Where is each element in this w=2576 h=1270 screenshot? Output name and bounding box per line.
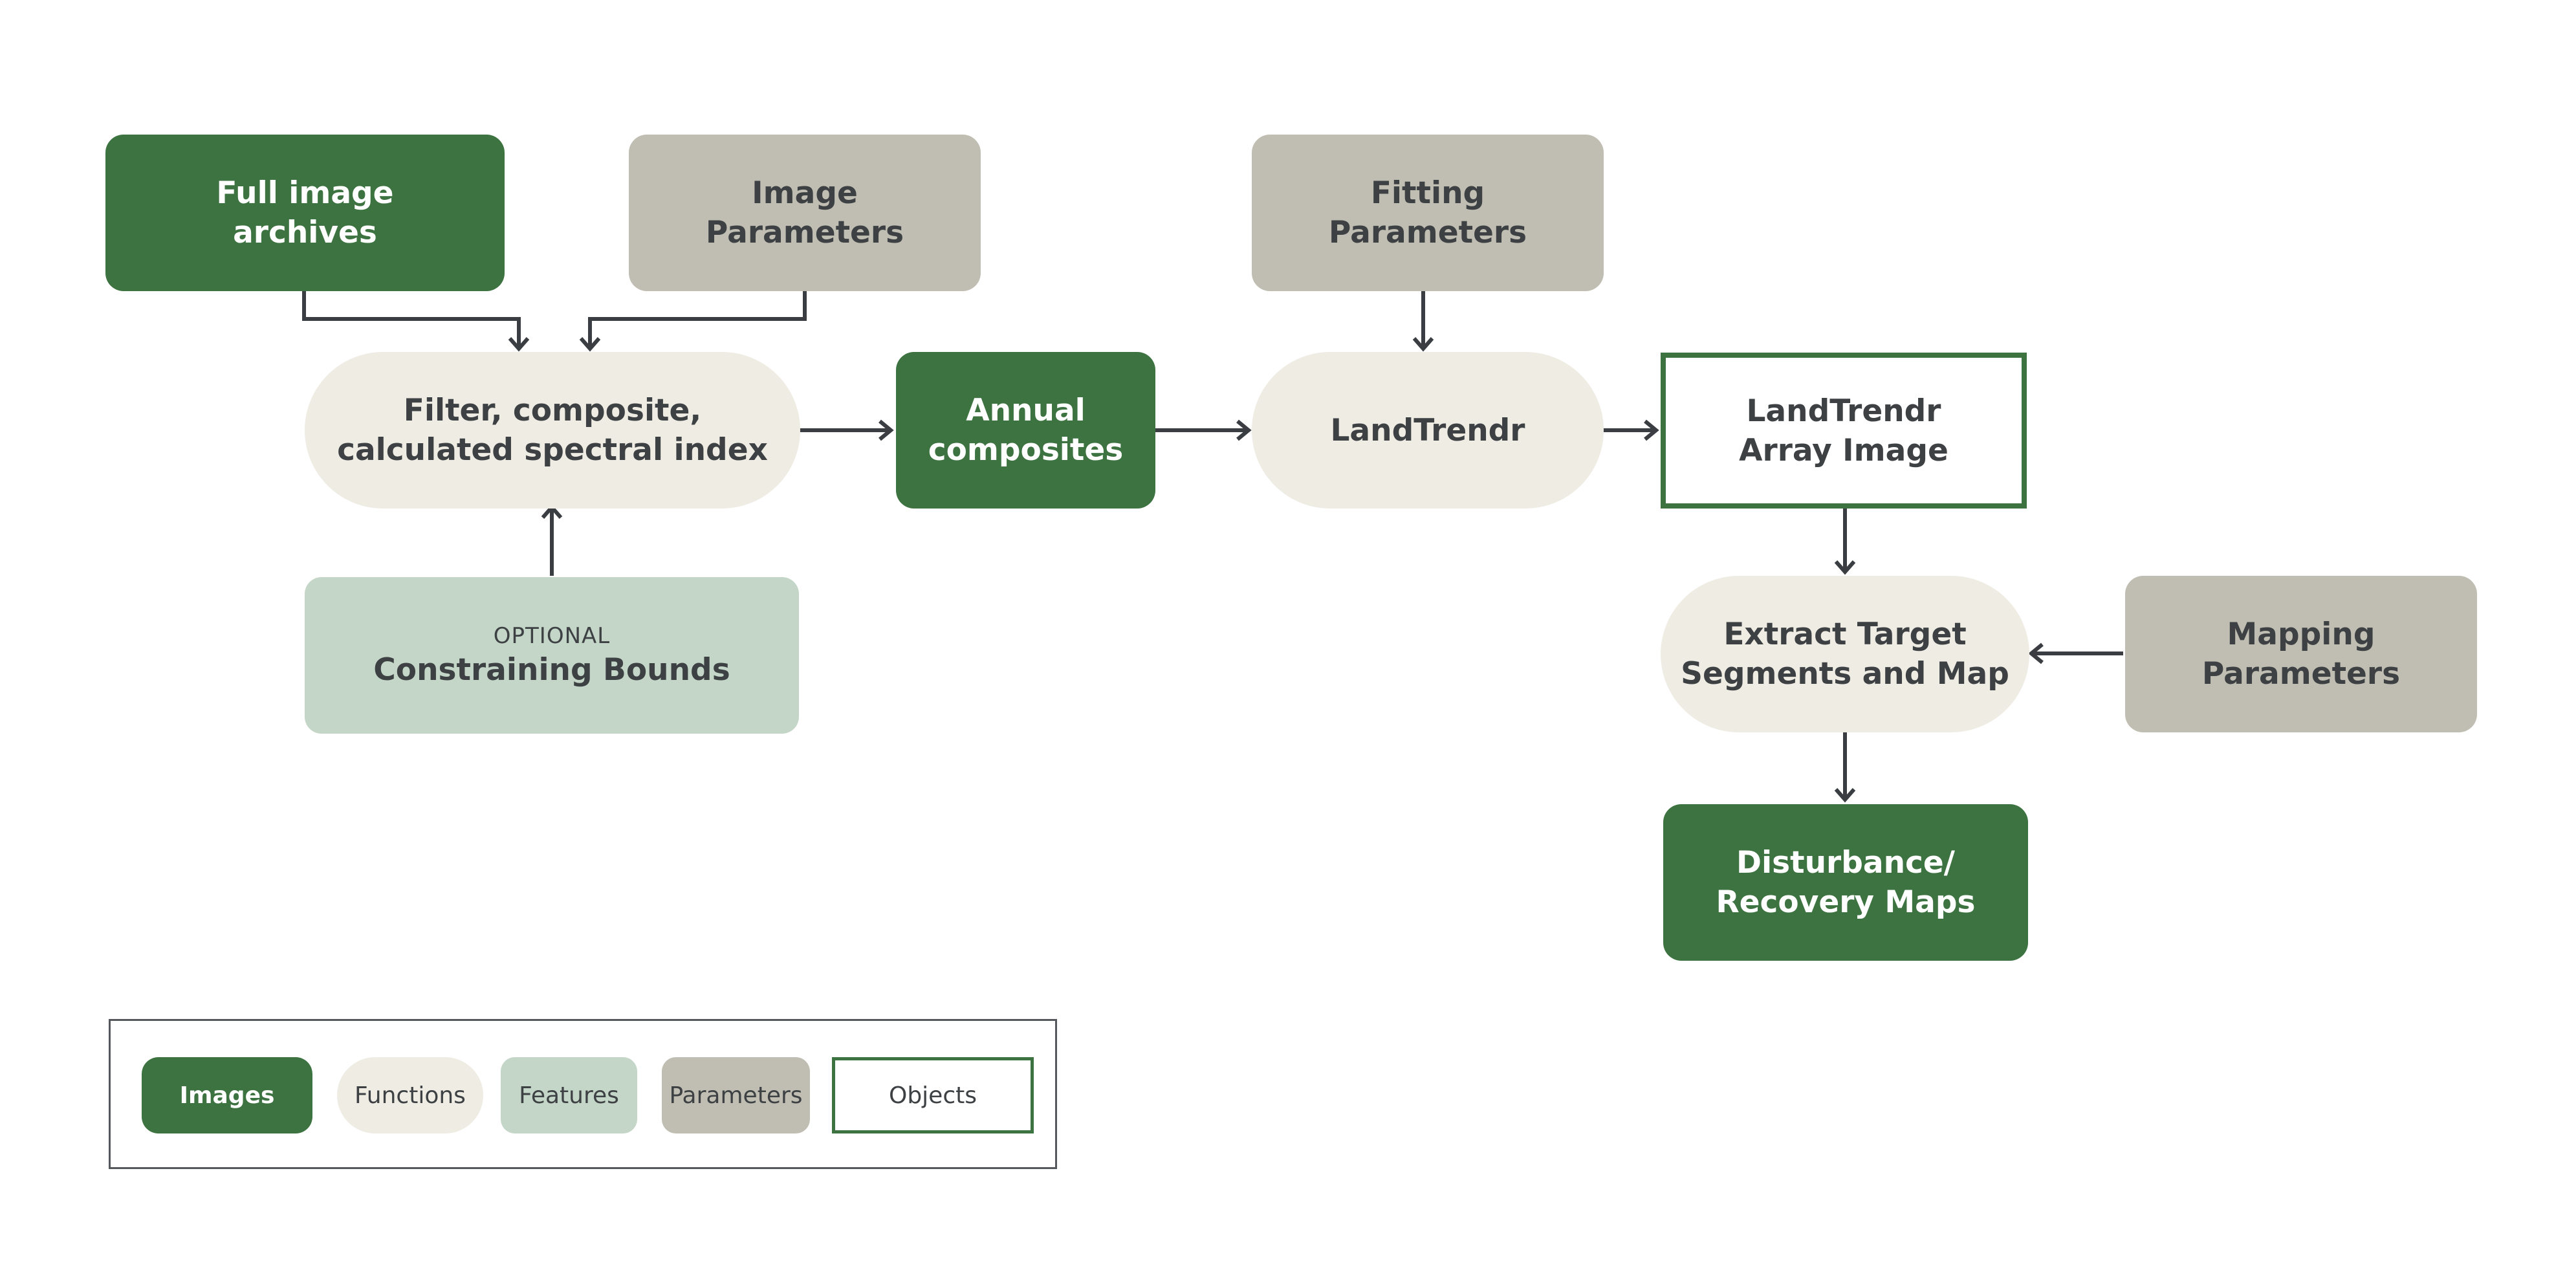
- legend-label: Features: [519, 1082, 619, 1109]
- node-label-line: LandTrendr: [1330, 412, 1525, 448]
- legend-item-features: Features: [501, 1057, 637, 1133]
- node-label-line: LandTrendr: [1746, 393, 1941, 429]
- legend-item-functions: Functions: [337, 1057, 483, 1133]
- legend-item-parameters: Parameters: [662, 1057, 810, 1133]
- node-disturbance-recovery-maps: Disturbance/ Recovery Maps: [1663, 804, 2028, 961]
- optional-tag: OPTIONAL: [493, 622, 611, 649]
- arrowhead-landtrendr-array: [1644, 419, 1659, 441]
- legend-item-images: Images: [142, 1057, 312, 1133]
- arrowhead-mapping: [2028, 642, 2044, 664]
- legend-item-objects: Objects: [832, 1057, 1034, 1133]
- node-label-line: Disturbance/: [1736, 845, 1955, 881]
- node-label-line: Array Image: [1739, 432, 1948, 468]
- node-full-image-archives: Full image archives: [105, 135, 505, 291]
- arrowhead-archives: [508, 337, 530, 352]
- node-extract-target-segments: Extract Target Segments and Map: [1661, 576, 2029, 732]
- arrowhead-fitting: [1412, 337, 1434, 352]
- node-label-line: Parameters: [705, 215, 904, 250]
- node-label-line: composites: [928, 432, 1124, 468]
- node-mapping-parameters: Mapping Parameters: [2125, 576, 2477, 732]
- arrowhead-image-params: [579, 337, 601, 352]
- node-landtrendr: LandTrendr: [1252, 352, 1604, 509]
- legend-label: Parameters: [669, 1082, 803, 1109]
- node-label-line: Full image: [216, 175, 394, 211]
- arrowhead-annual-landtrendr: [1236, 419, 1252, 441]
- node-label-line: archives: [233, 215, 377, 250]
- node-label-line: Parameters: [2201, 656, 2401, 692]
- legend-label: Functions: [355, 1082, 466, 1109]
- node-label-line: Image: [752, 175, 858, 211]
- node-label-line: calculated spectral index: [337, 432, 768, 468]
- node-label-line: Filter, composite,: [403, 393, 702, 428]
- node-label-line: Extract Target: [1723, 617, 1967, 652]
- node-label-line: Annual: [966, 393, 1086, 428]
- legend-label: Objects: [888, 1082, 977, 1109]
- node-constraining-bounds: OPTIONAL Constraining Bounds: [305, 577, 799, 734]
- node-label-line: Parameters: [1328, 215, 1527, 250]
- edge-archives-to-filter: [302, 291, 521, 347]
- legend: Images Functions Features Parameters Obj…: [109, 1019, 1057, 1169]
- node-image-parameters: Image Parameters: [629, 135, 981, 291]
- node-label-line: Mapping: [2227, 617, 2375, 652]
- arrowhead-extract-maps: [1834, 788, 1856, 803]
- node-label-line: Fitting: [1370, 175, 1485, 211]
- node-annual-composites: Annual composites: [896, 352, 1155, 509]
- node-label-line: Segments and Map: [1681, 656, 2009, 692]
- node-filter-composite: Filter, composite, calculated spectral i…: [305, 352, 800, 509]
- arrowhead-filter-annual: [879, 419, 894, 441]
- node-fitting-parameters: Fitting Parameters: [1252, 135, 1604, 291]
- edge-image-params-to-filter: [588, 291, 807, 347]
- node-label-line: Constraining Bounds: [373, 651, 730, 688]
- node-label-line: Recovery Maps: [1716, 884, 1976, 920]
- arrowhead-array-extract: [1834, 560, 1856, 575]
- node-landtrendr-array-image: LandTrendr Array Image: [1661, 353, 2027, 509]
- legend-label: Images: [179, 1082, 275, 1109]
